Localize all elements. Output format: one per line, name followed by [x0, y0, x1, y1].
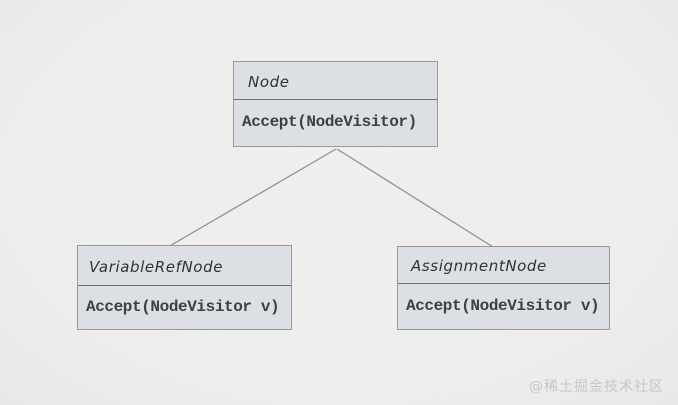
class-name-assignmentnode: AssignmentNode — [398, 247, 609, 284]
class-box-variablerefnode: VariableRefNode Accept(NodeVisitor v) — [77, 245, 292, 330]
class-name-variablerefnode: VariableRefNode — [78, 246, 291, 286]
class-method-variablerefnode: Accept(NodeVisitor v) — [86, 297, 280, 316]
edge-node-to-variablerefnode — [167, 148, 337, 248]
class-box-assignmentnode: AssignmentNode Accept(NodeVisitor v) — [397, 246, 610, 330]
edge-node-to-assignmentnode — [336, 148, 494, 248]
class-box-node: Node Accept(NodeVisitor) — [233, 61, 438, 147]
class-name-node: Node — [234, 62, 437, 100]
class-method-assignmentnode: Accept(NodeVisitor v) — [406, 296, 600, 315]
watermark: @稀土掘金技术社区 — [529, 379, 664, 395]
class-method-node: Accept(NodeVisitor) — [242, 113, 417, 131]
